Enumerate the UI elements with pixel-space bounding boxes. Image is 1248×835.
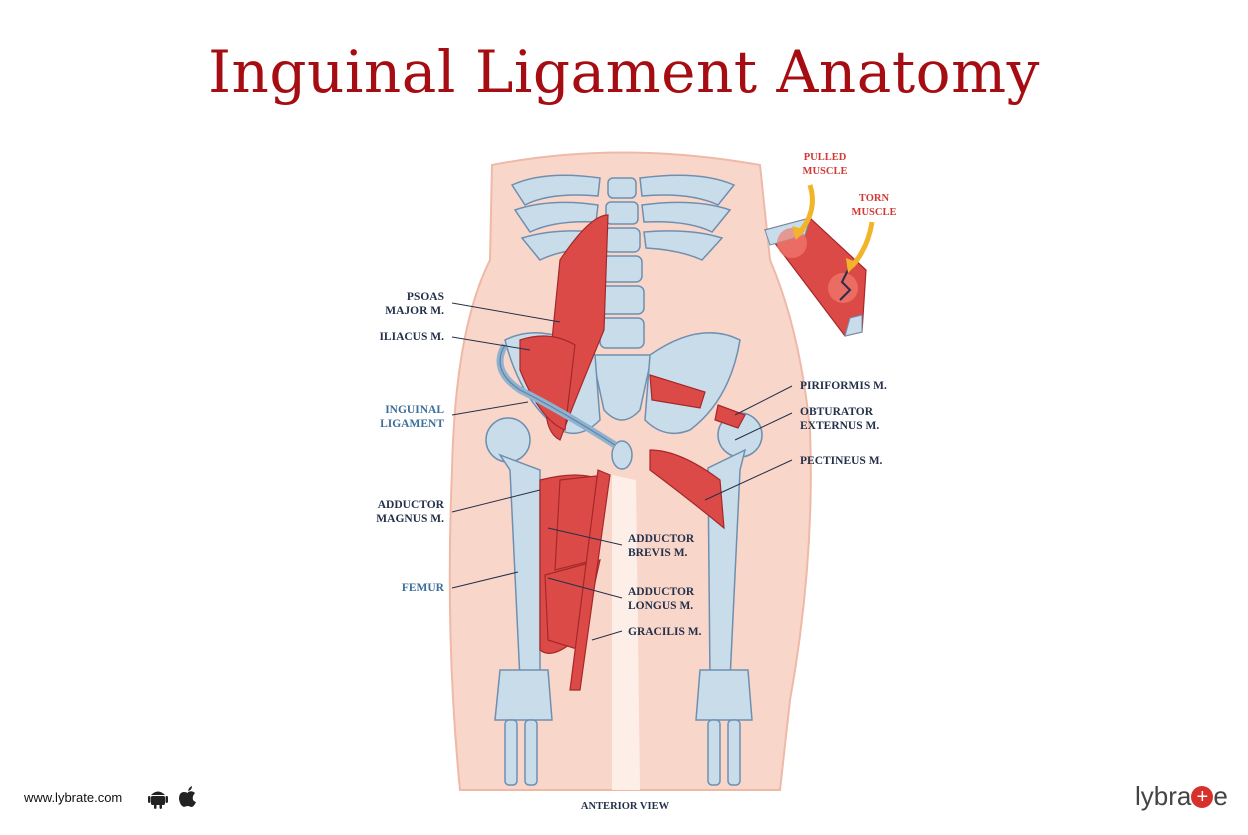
muscles [519, 214, 746, 691]
label-gracilis: GRACILIS M. [628, 626, 702, 638]
brand-logo: lybra+e [1135, 781, 1228, 811]
page-title: Inguinal Ligament Anatomy [208, 38, 1040, 106]
label-femur: FEMUR [401, 582, 444, 594]
gracilis-muscle [569, 469, 611, 691]
pectineus-muscle [649, 449, 725, 530]
iliacus-muscle [519, 335, 576, 431]
label-adductor-longus: ADDUCTOR LONGUS M. [628, 586, 695, 612]
label-piriformis: PIRIFORMIS M. [800, 380, 887, 392]
piriformis-muscle [649, 374, 706, 409]
label-adductor-magnus: ADDUCTOR MAGNUS M. [376, 499, 444, 525]
label-obturator-externus: OBTURATOR EXTERNUS M. [800, 406, 880, 432]
leader-lines [451, 302, 793, 641]
label-iliacus: ILIACUS M. [379, 331, 444, 343]
apple-icon[interactable] [178, 786, 198, 808]
plus-icon: + [1191, 786, 1214, 808]
obturator-externus-muscle [714, 404, 746, 429]
muscle-injury-inset [763, 184, 875, 337]
android-icon[interactable] [148, 787, 168, 809]
label-pulled-muscle: PULLED MUSCLE [802, 152, 848, 177]
label-inguinal-ligament: INGUINAL LIGAMENT [380, 404, 444, 430]
label-adductor-brevis: ADDUCTOR BREVIS M. [628, 533, 695, 559]
spine [591, 177, 653, 421]
label-torn-muscle: TORN MUSCLE [851, 193, 897, 218]
label-anterior-view: ANTERIOR VIEW [580, 801, 670, 812]
website-link[interactable]: www.lybrate.com [24, 790, 123, 805]
label-pectineus: PECTINEUS M. [800, 455, 883, 467]
label-psoas-major: PSOAS MAJOR M. [385, 291, 444, 317]
